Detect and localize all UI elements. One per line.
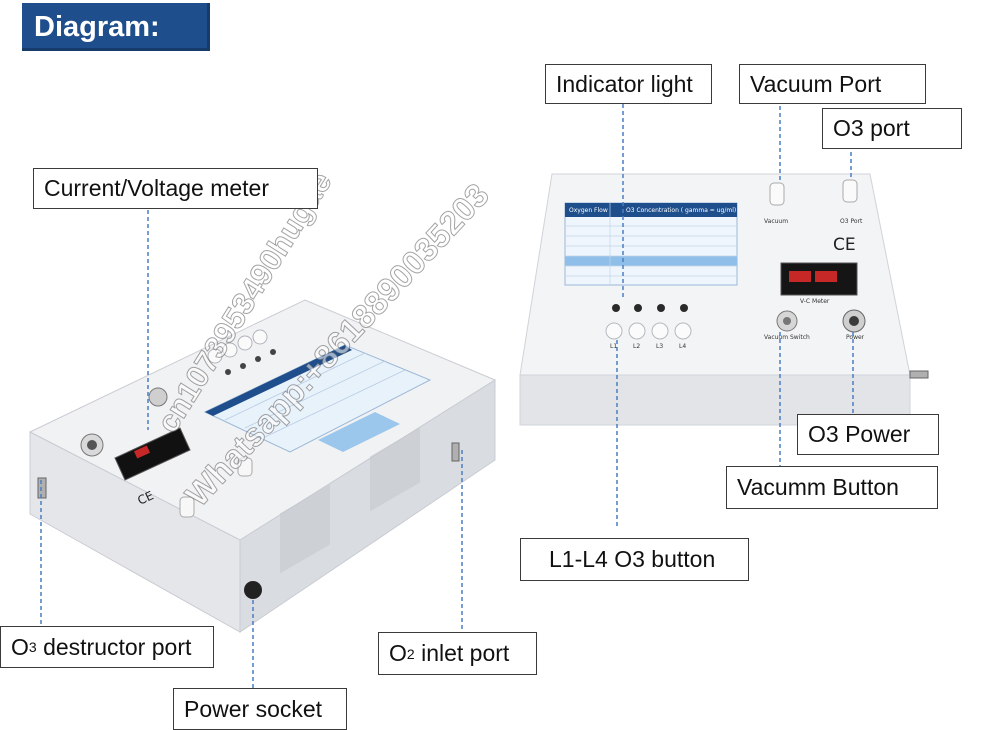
label-indicator-light: Indicator light	[545, 64, 712, 104]
svg-text:Vacuum: Vacuum	[764, 218, 788, 225]
diagram-title: Diagram:	[34, 11, 160, 43]
label-vacuum-button: Vacumm Button	[726, 466, 938, 509]
label-o3-port: O3 port	[822, 108, 962, 149]
svg-text:V-C Meter: V-C Meter	[800, 298, 830, 305]
svg-text:Vacuum Switch: Vacuum Switch	[764, 334, 810, 341]
svg-text:L3: L3	[656, 343, 663, 350]
svg-text:CE: CE	[135, 488, 155, 507]
right-device	[519, 173, 929, 426]
label-o3-power: O3 Power	[797, 414, 939, 455]
label-power-socket: Power socket	[173, 688, 347, 730]
svg-text:L2: L2	[633, 343, 640, 350]
svg-text:Power: Power	[846, 334, 865, 341]
leader-lines	[40, 104, 854, 688]
label-current-voltage-meter: Current/Voltage meter	[33, 168, 318, 209]
label-l1-l4-o3-button: L1-L4 O3 button	[520, 538, 749, 581]
svg-text:L4: L4	[679, 343, 686, 350]
svg-text:L1: L1	[610, 343, 617, 350]
svg-text:O3 Port: O3 Port	[840, 218, 863, 225]
label-vacuum-port: Vacuum Port	[739, 64, 926, 104]
diagram-title-box: Diagram:	[22, 3, 210, 51]
ce-mark: CE	[833, 235, 856, 255]
svg-text:O3 Concentration ( gamma = ug/: O3 Concentration ( gamma = ug/ml)	[626, 207, 736, 214]
left-device: CE	[28, 299, 497, 633]
svg-text:Oxygen Flow: Oxygen Flow	[569, 207, 608, 214]
